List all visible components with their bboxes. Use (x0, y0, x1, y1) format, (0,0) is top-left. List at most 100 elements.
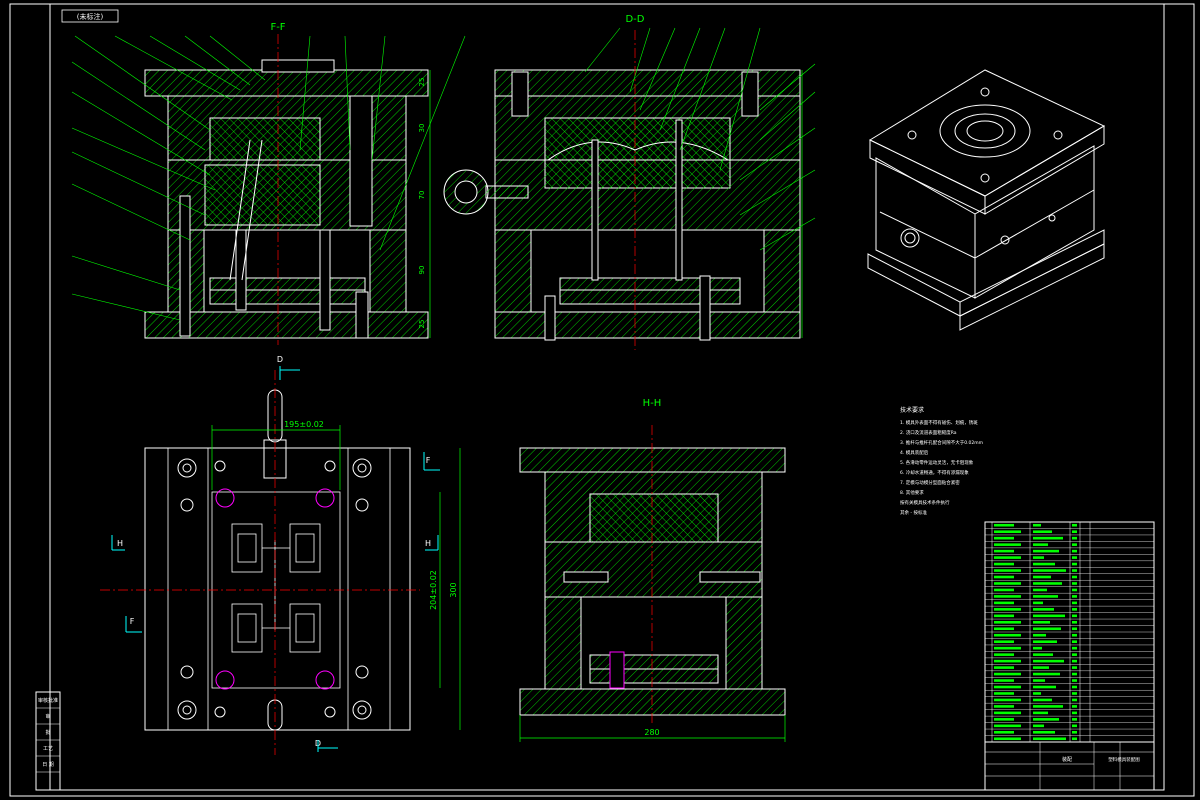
bom-cell-code (994, 595, 1021, 598)
bom-cell-code (994, 569, 1021, 572)
bom-cell-qty (1072, 536, 1077, 540)
ff-dim-3: 70 (418, 191, 426, 200)
ff-dim-5: 25 (418, 320, 426, 329)
section-view-dd: D-D (443, 14, 816, 350)
bom-cell-qty (1072, 705, 1077, 708)
notes-line-2: 2. 浇口及流道表面粗糙度Ra (900, 429, 957, 436)
plan-dim-inner-height: 204±0.02 (429, 570, 438, 610)
bom-cell-qty (1072, 698, 1077, 702)
bom-cell-name (1033, 685, 1056, 689)
bom-cell-name (1033, 672, 1060, 676)
left-table-row-3: 批 (45, 729, 50, 736)
bom-cell-qty (1072, 679, 1077, 682)
bom-cell-code (994, 659, 1021, 663)
bom-cell-name (1033, 659, 1064, 663)
bom-cell-code (994, 705, 1014, 708)
title-block-label: 装配 (1062, 756, 1072, 763)
bom-cell-qty (1072, 731, 1077, 734)
isometric-view (867, 69, 1106, 331)
bom-cell-name (1033, 614, 1065, 618)
bom-cell-qty (1072, 588, 1077, 592)
notes-line-7: 7. 定模与动模分型面贴合紧密 (900, 479, 960, 486)
plan-section-letter-f-top: F (426, 456, 431, 465)
bom-cell-code (994, 556, 1021, 559)
notes-line-3: 3. 推杆与推杆孔配合间隙不大于0.02mm (900, 439, 983, 446)
view-title-ff: F-F (270, 22, 285, 33)
plan-view: D D F F H H (100, 355, 461, 755)
bom-cell-code (994, 653, 1014, 656)
bom-cell-code (994, 646, 1021, 650)
bom-cell-qty (1072, 608, 1077, 611)
bom-cell-code (994, 672, 1021, 676)
bom-cell-name (1033, 536, 1063, 540)
bom-cell-qty (1072, 692, 1077, 695)
bom-cell-qty (1072, 569, 1077, 572)
bom-cell-name (1033, 666, 1049, 669)
bom-cell-code (994, 731, 1014, 734)
bom-cell-qty (1072, 685, 1077, 689)
ff-dim-1: 25 (418, 78, 426, 87)
bom-cell-name (1033, 724, 1044, 728)
notes-heading: 技术要求 (900, 406, 924, 414)
bom-table: 装配 塑料模具装配图 (984, 521, 1155, 791)
bom-cell-code (994, 698, 1021, 702)
title-block-drawing-name: 塑料模具装配图 (1108, 756, 1140, 763)
bom-cell-code (994, 543, 1021, 546)
bom-cell-name (1033, 653, 1053, 656)
bom-cell-code (994, 711, 1021, 715)
notes-line-4: 4. 模具装配后 (900, 449, 929, 456)
bom-cell-code (994, 523, 1014, 527)
bom-cell-qty (1072, 523, 1077, 527)
bom-cell-code (994, 614, 1014, 618)
bom-cell-name (1033, 601, 1043, 605)
section-view-ff: F-F 25 30 70 90 25 (71, 22, 466, 345)
bom-cell-qty (1072, 562, 1077, 566)
plan-section-letter-h-right: H (425, 539, 431, 548)
bom-cell-name (1033, 705, 1063, 708)
bom-cell-qty (1072, 621, 1077, 624)
hh-dim-width: 280 (644, 728, 659, 737)
bom-cell-name (1033, 575, 1051, 579)
bom-cell-name (1033, 698, 1052, 702)
bom-cell-name (1033, 627, 1061, 631)
bom-cell-code (994, 666, 1014, 669)
top-left-label-box (61, 9, 119, 23)
bom-cell-name (1033, 640, 1057, 643)
bom-cell-qty (1072, 737, 1077, 741)
plan-dim-outer-height: 300 (449, 582, 458, 597)
technical-notes: 技术要求 1. 模具外表面不得有碰伤、划痕，锈斑 2. 浇口及流道表面粗糙度Ra… (900, 406, 983, 516)
bom-cell-qty (1072, 646, 1077, 650)
bom-cell-name (1033, 646, 1042, 650)
bom-cell-code (994, 601, 1014, 605)
plan-section-letter-h-left: H (117, 539, 123, 548)
view-title-hh: H-H (643, 398, 662, 409)
left-table-row-4: 工艺 (43, 746, 53, 752)
bom-cell-code (994, 627, 1014, 631)
bom-cell-name (1033, 608, 1054, 611)
bom-cell-name (1033, 679, 1045, 682)
bom-cell-code (994, 724, 1021, 728)
bom-cell-code (994, 530, 1021, 533)
bom-cell-qty (1072, 543, 1077, 546)
bom-cell-qty (1072, 575, 1077, 579)
bom-cell-qty (1072, 556, 1077, 559)
left-revision-table: 审核批准 审 批 工艺 日 期 (35, 691, 61, 791)
bom-cell-name (1033, 737, 1066, 741)
bom-cell-qty (1072, 666, 1077, 669)
bom-cell-code (994, 685, 1021, 689)
bom-cell-name (1033, 543, 1048, 546)
ff-dim-4: 90 (418, 266, 426, 275)
bom-cell-qty (1072, 601, 1077, 605)
notes-line-1: 1. 模具外表面不得有碰伤、划痕，锈斑 (900, 419, 978, 426)
notes-line-9: 按有关模具技术条件执行 (900, 499, 950, 506)
bom-cell-code (994, 536, 1014, 540)
bom-cell-qty (1072, 653, 1077, 656)
bom-cell-code (994, 679, 1014, 682)
bom-cell-name (1033, 523, 1041, 527)
bom-cell-qty (1072, 549, 1077, 553)
left-table-row-2: 审 (45, 713, 50, 720)
bom-cell-name (1033, 621, 1050, 624)
bom-cell-qty (1072, 614, 1077, 618)
bom-cell-name (1033, 530, 1052, 533)
